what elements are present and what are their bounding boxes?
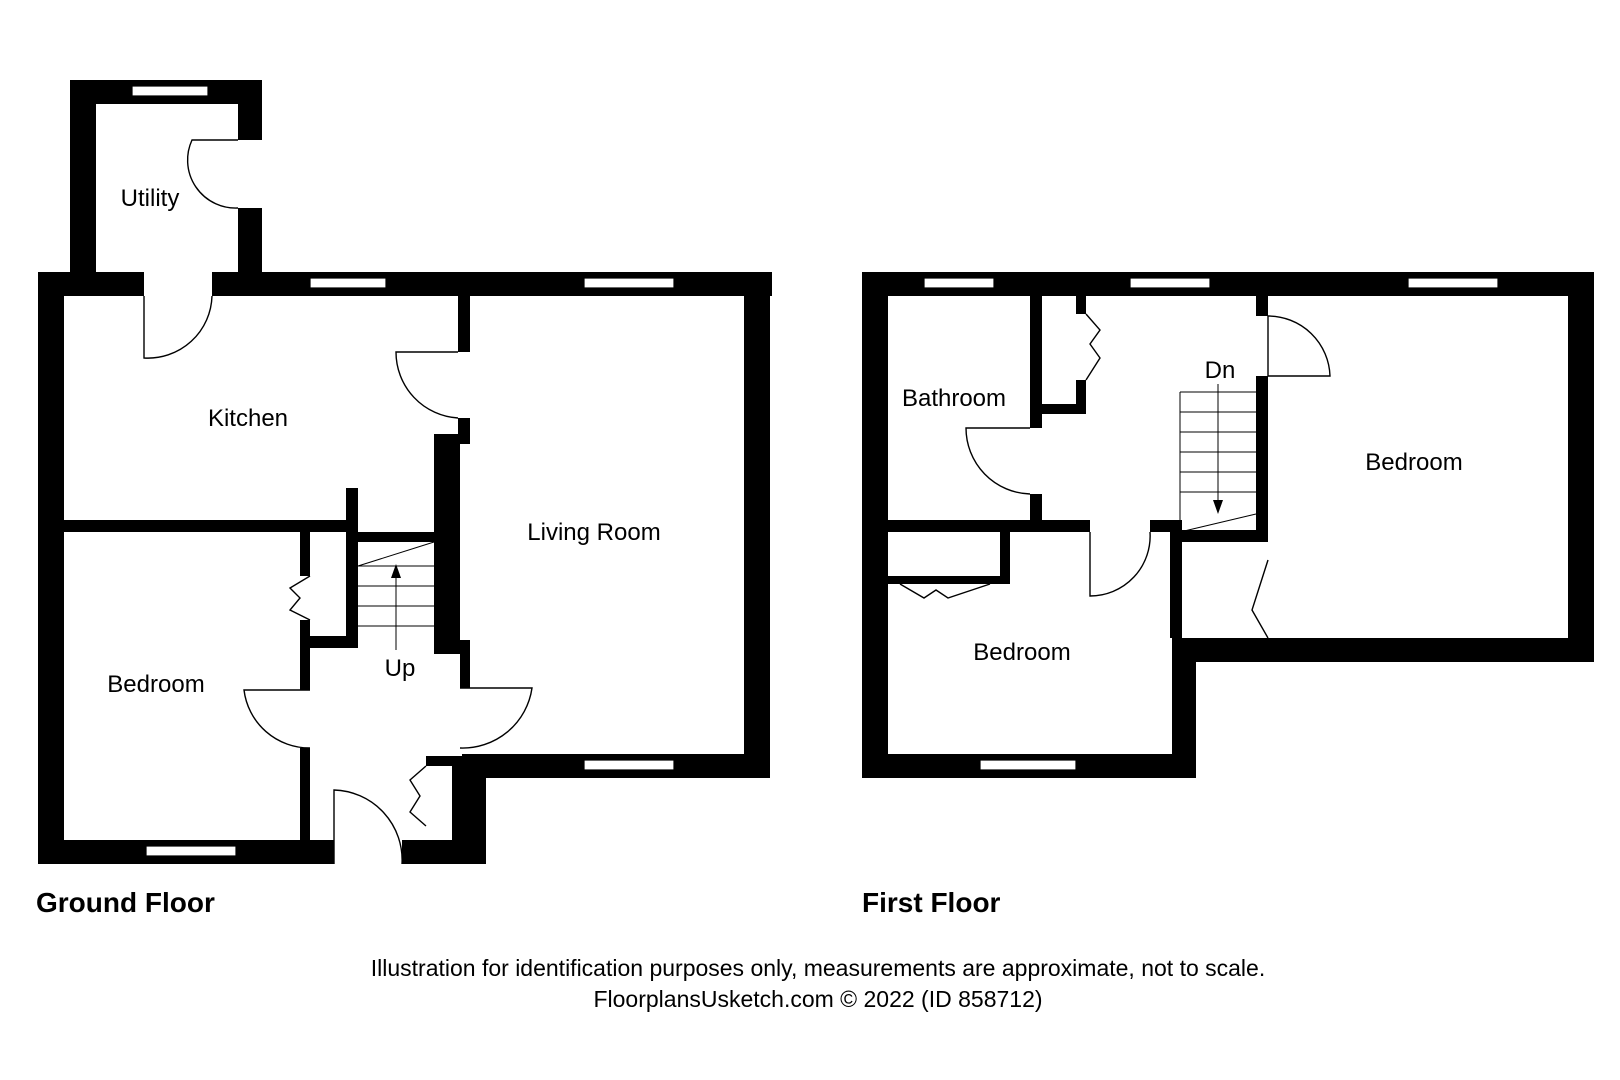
first-floor-plan: Bathroom Dn Bedroom Bedroom First Floor <box>862 272 1594 918</box>
room-label-living-room: Living Room <box>527 519 660 546</box>
room-label-bedroom: Bedroom <box>107 671 204 698</box>
room-label-bedroom-left: Bedroom <box>973 639 1070 666</box>
first-floor-stairs <box>1179 384 1257 533</box>
ground-stairs <box>357 541 435 650</box>
room-label-bathroom: Bathroom <box>902 385 1006 412</box>
stairs-label-down: Dn <box>1205 357 1236 384</box>
disclaimer-text: Illustration for identification purposes… <box>371 955 1265 981</box>
room-label-bedroom-right: Bedroom <box>1365 449 1462 476</box>
stairs-label-up: Up <box>385 655 416 682</box>
ground-floor-plan: Utility Kitchen Living Room Bedroom Up G… <box>36 80 772 918</box>
credit-text: FloorplansUsketch.com © 2022 (ID 858712) <box>593 986 1042 1012</box>
room-label-kitchen: Kitchen <box>208 405 288 432</box>
ground-floor-title: Ground Floor <box>36 887 215 918</box>
room-label-utility: Utility <box>121 185 180 212</box>
first-floor-title: First Floor <box>862 887 1001 918</box>
